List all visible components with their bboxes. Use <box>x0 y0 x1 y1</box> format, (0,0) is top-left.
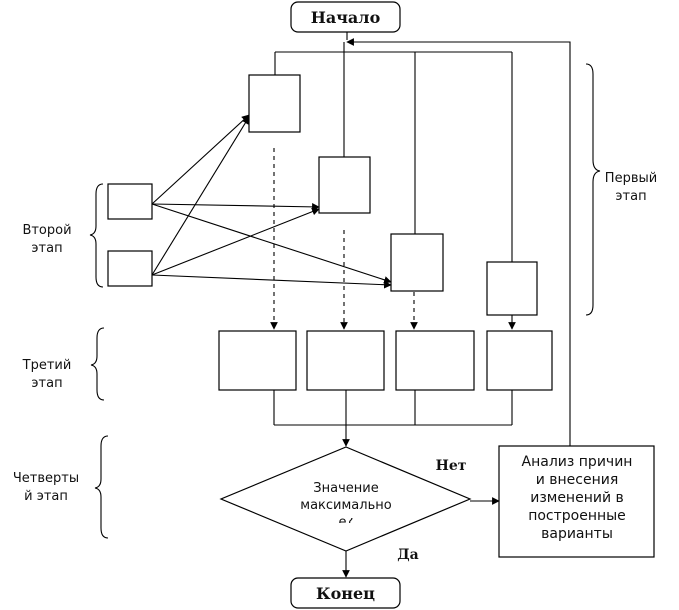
first-stage-box-4 <box>486 261 538 316</box>
analysis-line-5: варианты <box>541 526 613 542</box>
arrow-2a-to-1 <box>151 114 250 205</box>
third-stage-brace <box>90 327 105 401</box>
third-stage-box-1 <box>218 330 297 391</box>
first-stage-box-3 <box>390 233 444 292</box>
analysis-box <box>498 445 655 558</box>
second-stage-label-2: этап <box>31 241 62 256</box>
yes-branch-label: Да <box>397 547 419 563</box>
first-stage-box-2 <box>318 156 371 214</box>
arrow-2b-to-2 <box>151 207 320 276</box>
end-label: Конец <box>316 584 375 603</box>
analysis-line-3: изменений в <box>530 490 624 506</box>
first-stage-box-1 <box>248 74 301 133</box>
second-stage-box-2 <box>107 250 153 287</box>
arrow-2a-to-3 <box>151 203 392 284</box>
fourth-stage-label-1: Четверты <box>13 471 79 486</box>
third-stage-label-2: этап <box>31 376 62 391</box>
analysis-line-1: Анализ причин <box>522 454 633 470</box>
decision-line-1: Значение <box>313 481 378 496</box>
end-terminal <box>290 577 401 609</box>
start-label: Начало <box>311 8 381 27</box>
second-stage-label-1: Второй <box>22 223 71 238</box>
second-stage-brace <box>89 183 104 288</box>
no-branch-label: Нет <box>436 458 467 474</box>
first-stage-brace <box>585 63 601 316</box>
feedback-arrow <box>346 38 571 446</box>
decision-line-3: е? <box>339 515 354 530</box>
third-stage-label-1: Третий <box>22 358 72 373</box>
decision-line-2: максимально <box>300 498 391 513</box>
third-stage-box-2 <box>306 330 385 391</box>
first-stage-label-1: Первый <box>605 171 657 186</box>
analysis-line-2: и внесения <box>536 472 619 488</box>
arrow-2b-to-1 <box>151 116 250 276</box>
start-terminal <box>290 1 401 33</box>
first-stage-label-2: этап <box>615 189 646 204</box>
analysis-line-4: построенные <box>528 508 626 524</box>
fourth-stage-brace <box>94 435 109 539</box>
arrow-2a-to-2 <box>151 203 320 211</box>
arrow-2b-to-3 <box>151 274 392 289</box>
fourth-stage-label-2: й этап <box>24 489 68 504</box>
third-stage-box-3 <box>395 330 475 391</box>
third-stage-box-4 <box>486 330 553 391</box>
second-stage-box-1 <box>107 183 153 220</box>
